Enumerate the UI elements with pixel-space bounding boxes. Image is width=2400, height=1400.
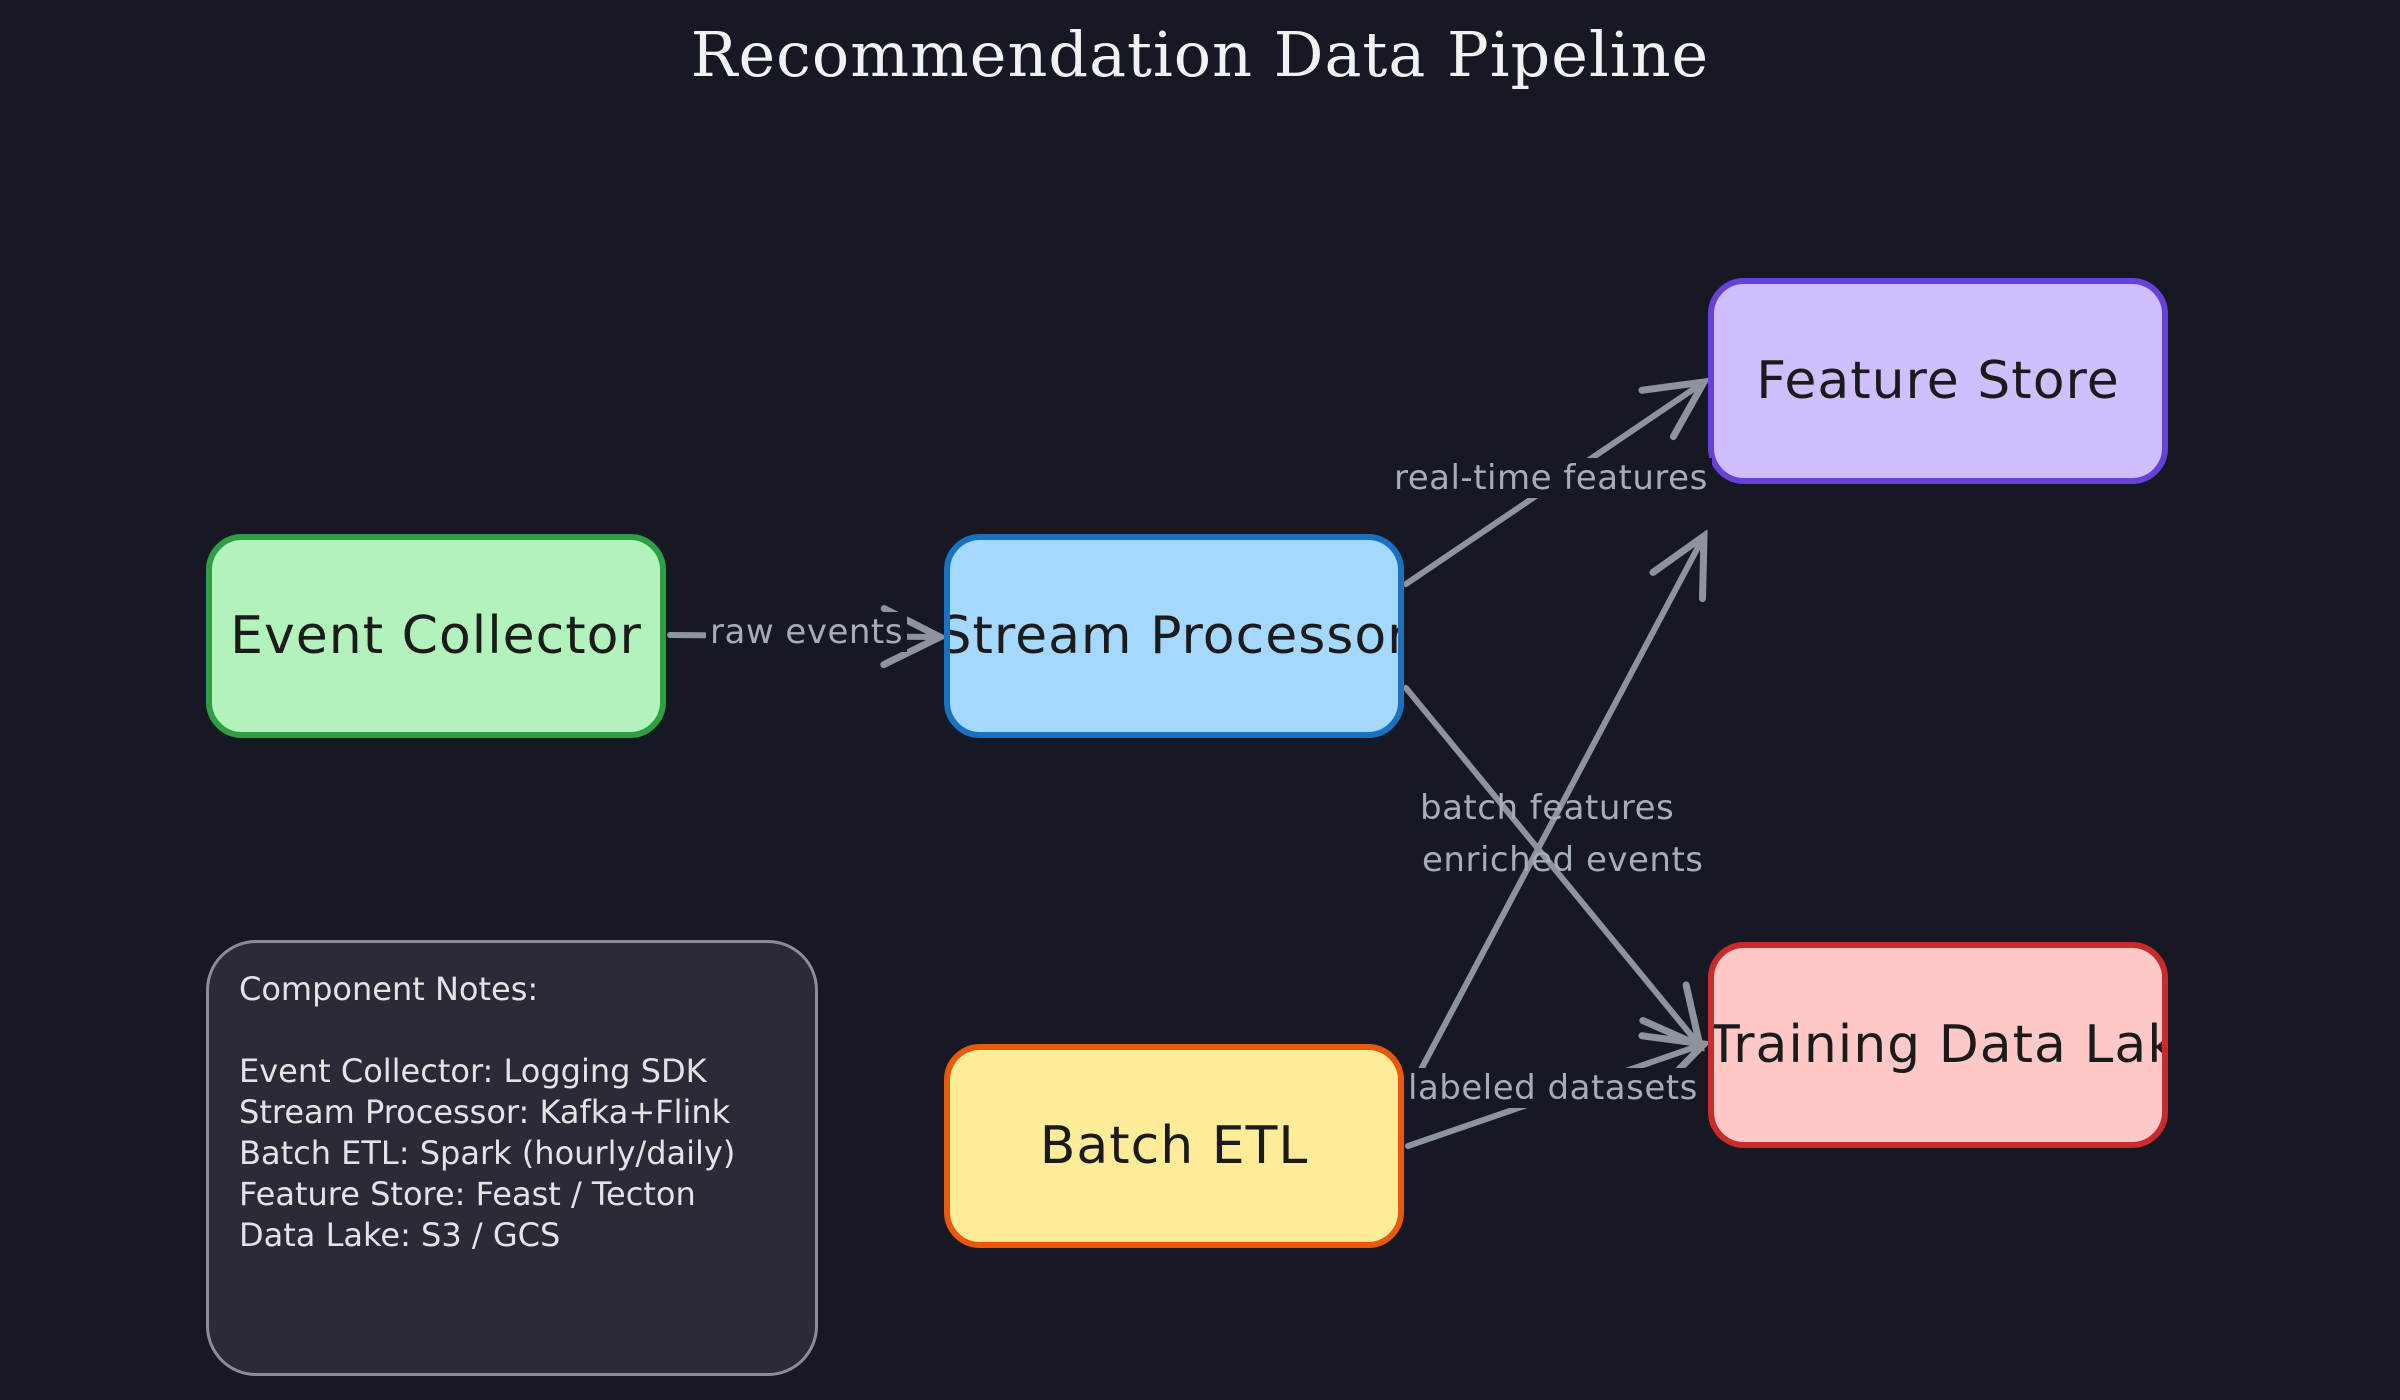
- component-note-line: Batch ETL: Spark (hourly/daily): [239, 1134, 736, 1172]
- component-note-line: Event Collector: Logging SDK: [239, 1052, 707, 1090]
- node-training-data-lake-label: Training Data Lake: [1708, 1015, 2168, 1075]
- edge-label-batch-features: batch features: [1420, 788, 1675, 828]
- node-batch-etl: Batch ETL: [944, 1044, 1404, 1248]
- edge-enriched-events: [1403, 685, 1700, 1046]
- component-note-line: Feature Store: Feast / Tecton: [239, 1175, 696, 1213]
- node-feature-store: Feature Store: [1708, 278, 2168, 484]
- component-note-line: Data Lake: S3 / GCS: [239, 1216, 561, 1254]
- node-stream-processor-label: Stream Processor: [944, 606, 1404, 666]
- edge-label-labeled-datasets: labeled datasets: [1404, 1068, 1702, 1108]
- diagram-title: Recommendation Data Pipeline: [690, 18, 1710, 91]
- node-training-data-lake: Training Data Lake: [1708, 942, 2168, 1148]
- node-batch-etl-label: Batch ETL: [1039, 1116, 1309, 1176]
- component-notes-heading: Component Notes:: [239, 970, 539, 1008]
- edge-label-enriched-events: enriched events: [1422, 840, 1704, 880]
- edge-label-real-time-features: real-time features: [1390, 458, 1712, 498]
- component-notes-panel: Component Notes: Event Collector: Loggin…: [206, 940, 818, 1376]
- edge-label-raw-events: raw events: [706, 612, 907, 652]
- node-stream-processor: Stream Processor: [944, 534, 1404, 738]
- edge-batch-features: [1405, 536, 1704, 1097]
- node-event-collector-label: Event Collector: [230, 606, 642, 666]
- component-note-line: Stream Processor: Kafka+Flink: [239, 1093, 731, 1131]
- node-event-collector: Event Collector: [206, 534, 666, 738]
- node-feature-store-label: Feature Store: [1756, 351, 2120, 411]
